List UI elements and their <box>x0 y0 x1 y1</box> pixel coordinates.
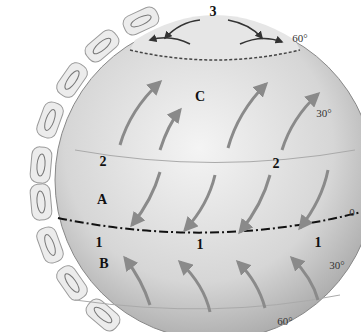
callout-label: C <box>195 90 205 104</box>
latitude-label: 60° <box>277 316 292 327</box>
callout-label: A <box>97 193 107 207</box>
callout-label: 1 <box>197 238 204 252</box>
callout-label: 3 <box>210 5 217 19</box>
latitude-label: 30° <box>329 260 344 271</box>
callout-label: B <box>99 257 108 271</box>
latitude-label: 0 <box>349 207 355 218</box>
callout-label: 2 <box>273 157 280 171</box>
latitude-label: 60° <box>292 33 307 44</box>
callout-label: 1 <box>96 236 103 250</box>
callout-label: 1 <box>315 236 322 250</box>
callout-label: 2 <box>100 155 107 169</box>
latitude-label: 30° <box>316 108 331 119</box>
